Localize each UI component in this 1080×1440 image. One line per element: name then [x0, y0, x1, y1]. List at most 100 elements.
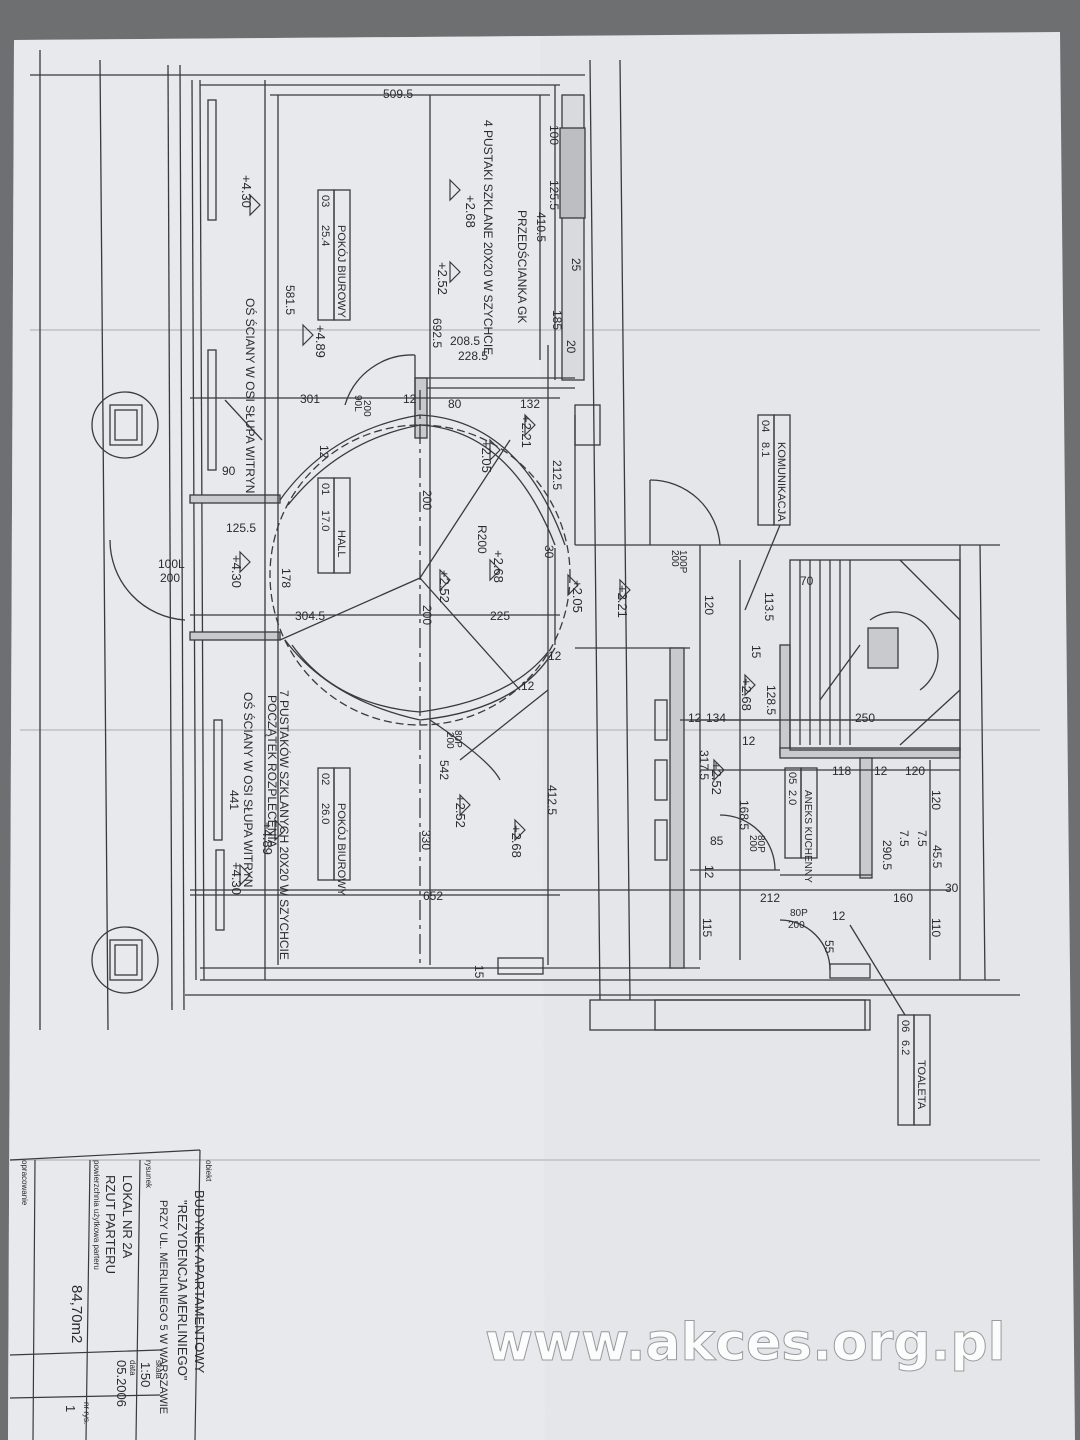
- dim-212-5: 212.5: [550, 460, 564, 490]
- door-100p: 100P: [677, 550, 688, 574]
- dim-185: 185: [550, 310, 564, 330]
- dim-12c: 12: [548, 649, 562, 663]
- dim-212: 212: [760, 891, 780, 905]
- dim-7-5b: 7.5: [915, 830, 929, 847]
- dim-178: 178: [279, 568, 293, 588]
- room-02-name: POKÓJ BIUROWY: [335, 803, 348, 897]
- room-06-name: TOALETA: [915, 1060, 927, 1110]
- room-04-area: 8.1: [759, 442, 771, 457]
- dim-168-5: 168.5: [737, 800, 751, 830]
- scale-label: skala: [154, 1360, 163, 1379]
- dim-317-5: 317.5: [697, 750, 711, 780]
- scale-value: 1:50: [138, 1362, 153, 1387]
- door-200e: 200: [669, 550, 680, 567]
- level-14: +2.52: [709, 762, 724, 795]
- dim-25: 25: [569, 258, 583, 272]
- dim-128-5: 128.5: [764, 685, 778, 715]
- room-01-number: 01: [319, 483, 331, 495]
- dim-134: 134: [706, 711, 726, 725]
- room-05-number: 05: [786, 772, 798, 784]
- dim-509-5: 509.5: [383, 87, 413, 101]
- room-02-number: 02: [319, 773, 331, 785]
- dim-118: 118: [832, 764, 851, 778]
- dim-110: 110: [929, 918, 943, 937]
- dim-55: 55: [822, 940, 836, 954]
- object-line-2: "REZYDENCJA MERLINIEGO": [175, 1200, 190, 1381]
- note-axis-bottom: OŚ ŚCIANY W OSI SŁUPA WITRYN: [241, 692, 256, 887]
- room-04-number: 04: [759, 420, 771, 432]
- dim-250: 250: [855, 711, 875, 725]
- dim-80: 80: [448, 397, 462, 411]
- note-glass-bottom-2: POCZĄTEK ROZPLECENIA: [265, 695, 279, 848]
- area-label: powierzchnia użytkowa parteru: [92, 1160, 101, 1270]
- dim-85: 85: [710, 834, 724, 848]
- dim-45-5: 45.5: [930, 845, 944, 869]
- sheet-value: 1: [63, 1405, 78, 1412]
- dim-225: 225: [490, 609, 510, 623]
- level-11: +2.05: [570, 580, 585, 613]
- level-4: +2.68: [463, 195, 478, 228]
- dim-200b: 200: [420, 490, 434, 510]
- dim-581-5: 581.5: [283, 285, 297, 315]
- dim-20: 20: [564, 340, 578, 354]
- dim-30b: 30: [945, 881, 959, 895]
- dim-115: 115: [700, 918, 714, 937]
- level-15: +2.52: [453, 795, 468, 828]
- dim-113-5: 113.5: [762, 592, 776, 621]
- dim-441: 441: [227, 790, 241, 810]
- level-9: +2.68: [491, 550, 506, 583]
- dim-410-5: 410.5: [534, 212, 548, 242]
- room-05-area: 2.0: [786, 790, 798, 805]
- dim-12g: 12: [874, 764, 888, 778]
- level-6: +4.89: [313, 325, 328, 358]
- level-7: +2.21: [519, 415, 534, 448]
- dim-330: 330: [419, 830, 433, 850]
- dim-200d: 200: [420, 605, 434, 625]
- dim-412-5: 412.5: [545, 785, 559, 815]
- note-partition: PRZEDŚCIANKA GK: [515, 210, 530, 323]
- dim-120d: 120: [929, 790, 943, 810]
- dim-208-5: 208.5: [450, 334, 480, 348]
- paper-fold-shade: [8, 36, 545, 1440]
- date-label: data: [128, 1360, 137, 1376]
- room-03-number: 03: [319, 195, 331, 207]
- dim-228-5: 228.5: [458, 349, 488, 363]
- note-glass-bottom-1: 7 PUSTAKÓW SZKLANYCH 20X20 W SZYCHCIE: [277, 690, 292, 960]
- dim-90: 90: [222, 464, 236, 478]
- room-01-area: 17.0: [319, 510, 331, 531]
- usable-area: 84,70m2: [68, 1285, 85, 1343]
- level-10: +2.52: [437, 570, 452, 603]
- door-200f: 200: [747, 835, 758, 852]
- dim-30: 30: [542, 545, 556, 559]
- dim-120a: 120: [702, 595, 716, 615]
- level-3: +4.30: [229, 862, 244, 895]
- door-80p-hall: 80P: [452, 730, 463, 748]
- dim-12a: 12: [403, 392, 417, 406]
- dim-132: 132: [520, 397, 540, 411]
- watermark: www.akces.org.pl: [485, 1313, 1005, 1373]
- door-80p-c: 80P: [790, 908, 808, 919]
- dim-12i: 12: [832, 909, 846, 923]
- object-line-1: BUDYNEK APARTAMENTOWY: [192, 1190, 207, 1374]
- level-markers: [239, 178, 756, 887]
- dim-125-5b: 125.5: [226, 521, 256, 535]
- level-13: +2.68: [739, 678, 754, 711]
- title-block-frame: [9, 1149, 201, 1440]
- note-axis-top: OŚ ŚCIANY W OSI SŁUPA WITRYN: [243, 298, 258, 493]
- level-1: +4.30: [239, 175, 254, 208]
- dim-15: 15: [749, 645, 763, 659]
- door-200-hall: 200: [444, 732, 455, 749]
- plan-annotations: 509.5 100 125.5 410.5 25 185 20 581.5 69…: [158, 87, 959, 1110]
- level-17: +4.89: [260, 822, 275, 855]
- dim-12b: 12: [317, 445, 331, 459]
- room-03-area: 25.4: [319, 225, 331, 246]
- dim-12f: 12: [742, 734, 756, 748]
- level-16: +2.68: [509, 825, 524, 858]
- room-01-name: HALL: [335, 530, 347, 558]
- dim-125-5: 125.5: [547, 180, 561, 210]
- radius-r200: R200: [475, 525, 489, 554]
- door-80p-a: 80P: [755, 835, 766, 853]
- dim-12h: 12: [702, 865, 716, 879]
- dim-120c: 120: [905, 764, 925, 778]
